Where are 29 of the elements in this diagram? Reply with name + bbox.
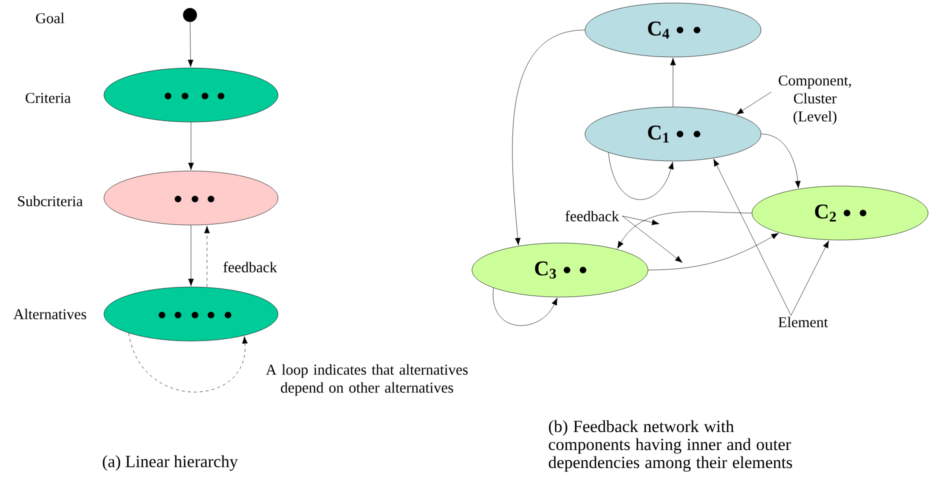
edge-label: A loop indicates that alternatives depend on other alternatives (258, 363, 476, 397)
arrow (512, 30, 585, 246)
leader-arrow (622, 216, 683, 263)
arrow (188, 225, 194, 286)
arrow (188, 22, 194, 68)
arrow (204, 226, 210, 287)
arrow (648, 232, 779, 270)
annotation-text: feedback (565, 210, 620, 222)
arrow (761, 134, 801, 188)
arrow (670, 58, 676, 107)
leader-arrow (736, 92, 772, 115)
level-label: Subcriteria (18, 196, 83, 206)
leader-arrow (622, 216, 660, 226)
caption: (a) Linear hierarchy (101, 454, 239, 472)
arrow (617, 211, 752, 249)
edge-label: feedback (222, 260, 278, 274)
annotation-text: Component, Cluster (Level) (778, 75, 851, 125)
loop-arrow (608, 152, 674, 200)
level-label: Alternatives (13, 308, 86, 320)
leader-arrow (713, 158, 792, 316)
loop-arrow (128, 332, 248, 392)
level-label: Goal (36, 12, 64, 24)
level-label: Criteria (26, 92, 71, 104)
leader-arrow (790, 240, 829, 316)
loop-arrow (493, 288, 558, 326)
annotation-text: Element (778, 316, 828, 328)
caption: (b) Feedback network with components having inner and outer dependencies among their elements (548, 420, 792, 472)
goal-dot (183, 8, 197, 22)
arrow (188, 122, 194, 170)
